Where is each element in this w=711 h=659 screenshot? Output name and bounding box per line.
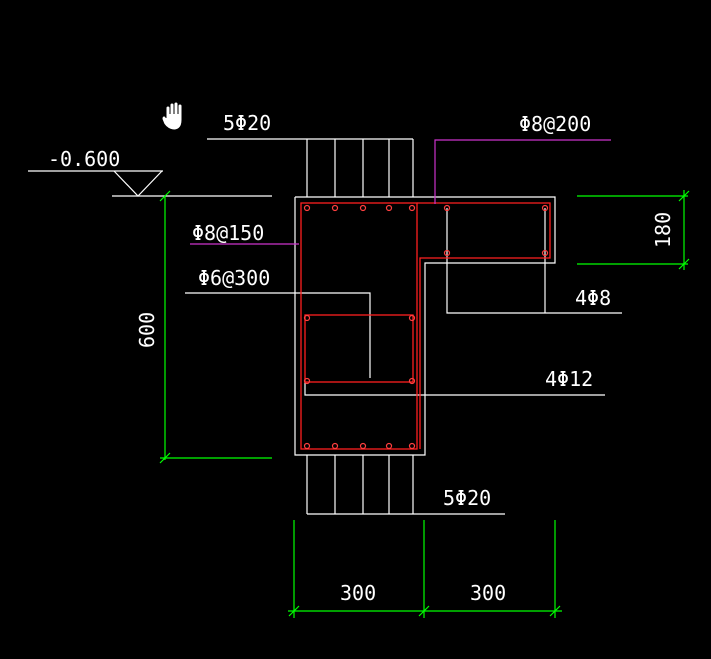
top-bars-label: 5Φ20	[223, 111, 271, 135]
ledge-height-dimension: 180	[651, 212, 675, 248]
side-bars-label: 4Φ12	[545, 367, 593, 391]
stirrup-leaders	[190, 139, 611, 245]
dimension-lines	[159, 190, 690, 618]
stirrup-ledge-label: Φ8@200	[519, 112, 591, 136]
hand-cursor-icon	[161, 101, 183, 131]
stirrup-inner-label: Φ6@300	[198, 266, 270, 290]
stirrup-main-label: Φ8@150	[192, 221, 264, 245]
ledge-bars-label: 4Φ8	[575, 286, 611, 310]
elevation-marker	[28, 170, 272, 197]
width-right-dimension: 300	[470, 581, 506, 605]
elevation-label: -0.600	[48, 147, 120, 171]
width-left-dimension: 300	[340, 581, 376, 605]
section-outline	[185, 138, 622, 515]
rebar-dots	[303, 204, 549, 450]
height-dimension: 600	[135, 312, 159, 348]
rebar-cage	[300, 202, 551, 450]
bottom-bars-label: 5Φ20	[443, 486, 491, 510]
